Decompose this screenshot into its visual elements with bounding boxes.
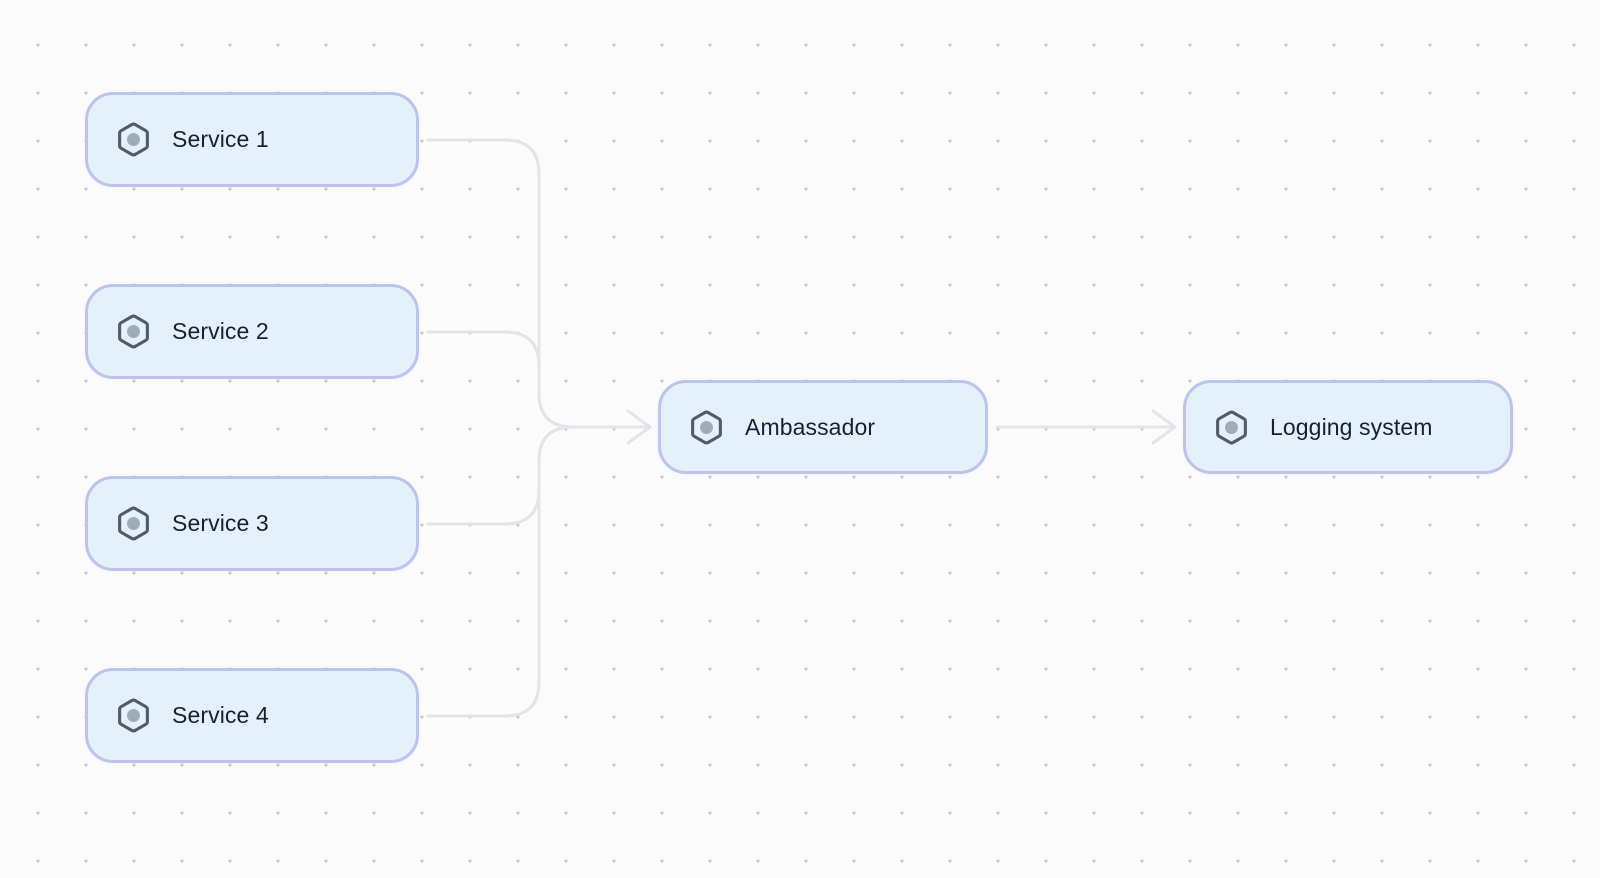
edge-service-2-to-ambassador[interactable]	[426, 330, 650, 429]
node-logging-system[interactable]: Logging system	[1183, 380, 1513, 474]
arrowhead-icon	[1151, 409, 1177, 445]
node-service-2[interactable]: Service 2	[85, 284, 419, 379]
hexagon-node-icon	[118, 698, 149, 733]
node-service-3[interactable]: Service 3	[85, 476, 419, 571]
hexagon-node-icon	[118, 506, 149, 541]
arrowhead-icon	[626, 409, 652, 445]
node-service-1[interactable]: Service 1	[85, 92, 419, 187]
node-label: Service 3	[172, 510, 269, 536]
hexagon-node-icon	[118, 122, 149, 157]
hexagon-node-icon	[118, 314, 149, 349]
node-label: Service 4	[172, 702, 269, 728]
node-label: Logging system	[1270, 413, 1433, 440]
hexagon-node-icon	[691, 410, 722, 444]
hexagon-node-icon	[1216, 410, 1247, 444]
node-service-4[interactable]: Service 4	[85, 668, 419, 763]
node-label: Service 1	[172, 126, 269, 152]
node-ambassador[interactable]: Ambassador	[658, 380, 988, 474]
edge-service-4-to-ambassador[interactable]	[426, 425, 650, 718]
node-label: Ambassador	[745, 413, 876, 440]
node-label: Service 2	[172, 318, 269, 344]
